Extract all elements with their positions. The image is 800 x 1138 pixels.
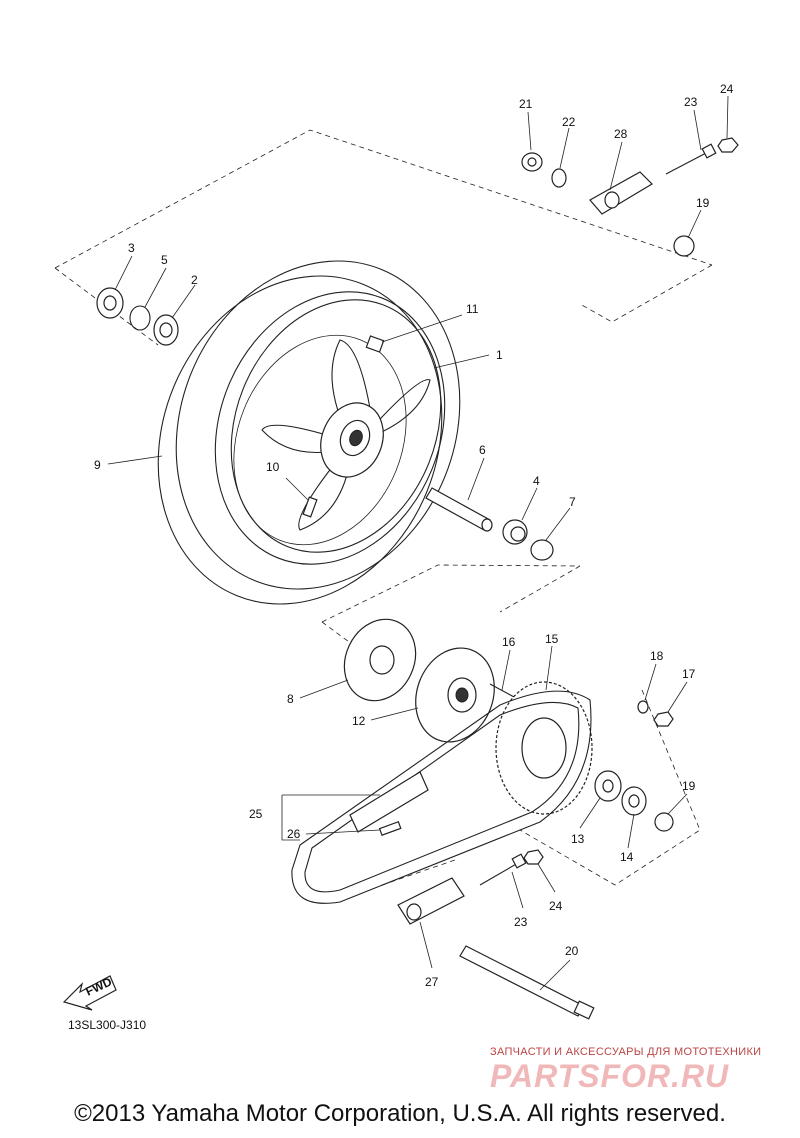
leader-lines	[107, 95, 729, 991]
callout-14: 14	[620, 850, 634, 864]
chain-link-part-25	[349, 771, 429, 833]
callout-6: 6	[479, 443, 486, 457]
bearing-part-2	[153, 314, 179, 346]
callout-1: 1	[496, 348, 503, 362]
axle-part-20	[459, 945, 595, 1020]
callout-21: 21	[519, 97, 533, 111]
forward-arrow-icon: FWD	[62, 974, 117, 1011]
callout-10: 10	[266, 460, 280, 474]
collar-part-19-bottom	[654, 812, 674, 832]
nut-part-17	[653, 711, 674, 727]
callout-23-bottom: 23	[514, 915, 528, 929]
drive-chain	[291, 690, 592, 904]
callout-9: 9	[94, 458, 101, 472]
nut-part-21	[521, 152, 543, 172]
balance-weight-part-11	[365, 335, 385, 353]
rear-tire	[157, 260, 461, 605]
bearing-part-4	[502, 519, 528, 545]
callout-5: 5	[161, 253, 168, 267]
callout-23-top: 23	[684, 95, 698, 109]
watermark-logo: PARTSFOR.RU	[490, 1058, 730, 1094]
callout-13: 13	[571, 832, 585, 846]
group-frame-wheel	[54, 129, 713, 346]
circlip-part-5	[129, 305, 151, 331]
callout-4: 4	[533, 474, 540, 488]
callout-20: 20	[565, 944, 579, 958]
callout-15: 15	[545, 632, 559, 646]
callout-3: 3	[128, 241, 135, 255]
damper-part-8	[343, 618, 417, 702]
wheel-spokes	[261, 339, 431, 531]
callout-25: 25	[249, 807, 263, 821]
collar-part-19-top	[673, 235, 695, 257]
callout-26: 26	[287, 827, 301, 841]
nut-part-24-bottom	[523, 849, 544, 865]
callout-8: 8	[287, 692, 294, 706]
callout-24-bottom: 24	[549, 899, 563, 913]
collar-part-6	[425, 487, 493, 532]
chain-puller-part-28	[589, 171, 653, 215]
callout-22: 22	[562, 115, 576, 129]
washer-part-22	[551, 168, 567, 188]
bearing-part-13	[594, 770, 622, 802]
chain-joint-part-26	[378, 820, 402, 836]
callout-24-top: 24	[720, 82, 734, 96]
nut-part-24-top	[717, 137, 739, 153]
washer-part-18	[637, 700, 649, 714]
callout-18: 18	[650, 649, 664, 663]
callout-19-bottom: 19	[682, 779, 696, 793]
collar-part-7	[530, 539, 554, 561]
callout-16: 16	[502, 635, 516, 649]
callout-numbers: 1 2 3 4 5 6 7 8 9 10 11 12 13 14 15 16 1…	[94, 82, 734, 989]
callout-11: 11	[466, 302, 479, 316]
bearing-part-3	[96, 287, 124, 319]
copyright-notice: ©2013 Yamaha Motor Corporation, U.S.A. A…	[74, 1100, 726, 1127]
watermark-tagline: ЗАПЧАСТИ И АКСЕССУАРЫ ДЛЯ МОТОТЕХНИКИ	[490, 1046, 762, 1058]
callout-12: 12	[352, 714, 366, 728]
sprocket-part-15	[495, 681, 593, 815]
wheel-hub	[320, 402, 384, 478]
bearing-part-14	[621, 786, 647, 816]
valve-part-10	[302, 496, 318, 518]
callout-19-top: 19	[696, 196, 710, 210]
callout-2: 2	[191, 273, 198, 287]
chain-puller-part-27	[397, 877, 465, 925]
bolt-part-23-top	[665, 143, 717, 175]
clutch-hub-part-12	[415, 647, 495, 743]
callout-27: 27	[425, 975, 439, 989]
callout-28: 28	[614, 127, 628, 141]
callout-17: 17	[682, 667, 696, 681]
callout-7: 7	[569, 495, 576, 509]
diagram-code: 13SL300-J310	[68, 1018, 147, 1032]
stud-part-16	[489, 683, 517, 699]
bolt-part-23-bottom	[479, 853, 527, 886]
